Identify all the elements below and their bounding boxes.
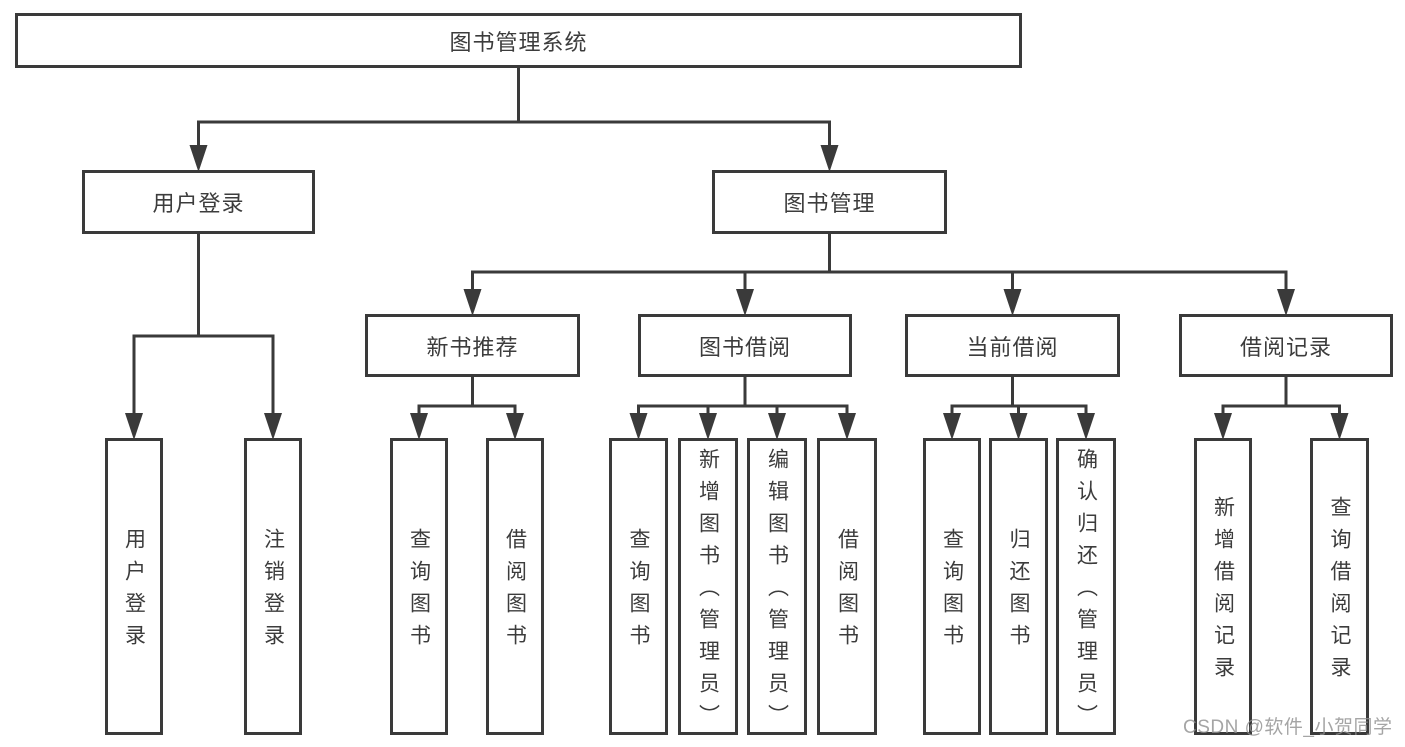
node-book-borrow-label: 图书借阅 [698, 334, 791, 360]
node-user-login-label: 用户登录 [152, 191, 245, 216]
node-book-management: 图书管理 [712, 170, 947, 234]
node-bb-add-book: 新增图书（管理员） [678, 438, 738, 736]
node-current-borrow: 当前借阅 [905, 314, 1120, 377]
node-root: 图书管理系统 [15, 13, 1022, 68]
node-br-query-record: 查询借阅记录 [1310, 438, 1369, 735]
arrow-head-icon [1277, 289, 1295, 316]
arrow-head-icon [506, 413, 524, 440]
node-cb-confirm-return: 确认归还（管理员） [1056, 438, 1116, 736]
arrow-head-icon [1077, 413, 1095, 440]
node-nbr-query-book: 查询图书 [390, 438, 448, 735]
node-user-login-leaf-label: 用户登录 [122, 528, 146, 656]
node-bb-borrow-book: 借阅图书 [817, 438, 877, 735]
node-borrow-records-label: 借阅记录 [1239, 334, 1332, 360]
node-cb-query-book: 查询图书 [923, 438, 981, 735]
node-bb-query-book: 查询图书 [609, 438, 668, 735]
arrow-head-icon [768, 413, 786, 440]
node-book-management-label: 图书管理 [783, 191, 876, 216]
arrow-head-icon [699, 413, 717, 440]
node-new-book-recommend: 新书推荐 [365, 314, 580, 377]
node-book-borrow: 图书借阅 [638, 314, 852, 377]
arrow-head-icon [463, 289, 482, 316]
node-nbr-borrow-book-label: 借阅图书 [503, 528, 527, 656]
node-nbr-query-book-label: 查询图书 [407, 528, 431, 656]
arrow-head-icon [1330, 413, 1349, 440]
node-cb-return-book: 归还图书 [989, 438, 1048, 735]
node-br-add-record: 新增借阅记录 [1194, 438, 1252, 735]
arrow-head-icon [1009, 413, 1028, 440]
node-cb-query-book-label: 查询图书 [940, 528, 964, 656]
node-br-add-record-label: 新增借阅记录 [1211, 496, 1235, 688]
arrow-head-icon [189, 145, 208, 172]
arrow-head-icon [1003, 289, 1022, 316]
node-new-book-recommend-label: 新书推荐 [426, 334, 519, 360]
arrow-head-icon [943, 413, 961, 440]
node-current-borrow-label: 当前借阅 [966, 334, 1059, 360]
node-cb-return-book-label: 归还图书 [1007, 528, 1030, 656]
node-bb-borrow-book-label: 借阅图书 [835, 528, 859, 656]
node-user-login-leaf: 用户登录 [105, 438, 163, 735]
arrow-head-icon [629, 413, 648, 440]
watermark: CSDN @软件_小贺同学 [1183, 717, 1393, 738]
arrow-head-icon [410, 413, 428, 440]
node-br-query-record-label: 查询借阅记录 [1328, 496, 1351, 688]
node-bb-edit-book-label: 编辑图书（管理员） [765, 448, 789, 736]
node-bb-add-book-label: 新增图书（管理员） [696, 448, 720, 736]
node-root-label: 图书管理系统 [449, 29, 588, 55]
node-bb-query-book-label: 查询图书 [627, 528, 650, 656]
arrow-head-icon [1214, 413, 1232, 440]
arrow-head-icon [838, 413, 856, 440]
node-logout-leaf: 注销登录 [244, 438, 302, 735]
node-nbr-borrow-book: 借阅图书 [486, 438, 544, 735]
arrow-head-icon [736, 289, 754, 316]
node-logout-leaf-label: 注销登录 [261, 528, 285, 656]
arrow-head-icon [820, 145, 839, 172]
arrow-head-icon [264, 413, 282, 440]
node-cb-confirm-return-label: 确认归还（管理员） [1074, 448, 1098, 736]
node-bb-edit-book: 编辑图书（管理员） [747, 438, 807, 736]
node-user-login: 用户登录 [82, 170, 315, 234]
arrow-head-icon [125, 413, 143, 440]
node-borrow-records: 借阅记录 [1179, 314, 1393, 377]
